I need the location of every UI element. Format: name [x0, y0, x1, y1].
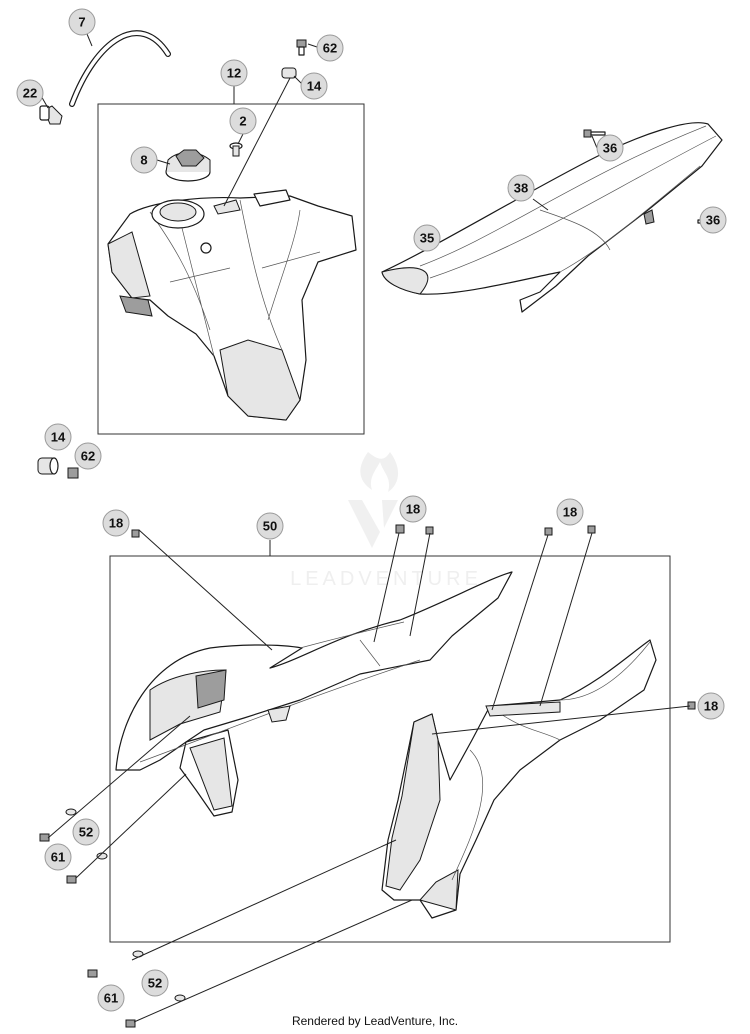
svg-text:36: 36	[603, 141, 617, 156]
callout-7: 7	[68, 8, 96, 36]
callout-8: 8	[130, 146, 158, 174]
svg-text:12: 12	[227, 66, 241, 81]
callout-18-right: 18	[556, 498, 584, 526]
bolt-18-middle-a	[395, 524, 405, 534]
lower-rubber-spacer	[37, 457, 59, 475]
svg-text:61: 61	[104, 991, 118, 1006]
svg-text:62: 62	[323, 41, 337, 56]
svg-text:2: 2	[239, 114, 246, 129]
bolt-61-d	[125, 1019, 136, 1028]
bolt-61-b	[66, 875, 77, 884]
hose-elbow-fitting	[39, 105, 63, 125]
svg-text:18: 18	[563, 505, 577, 520]
panel-bolts	[39, 524, 696, 1028]
svg-text:7: 7	[78, 15, 85, 30]
callout-12: 12	[220, 59, 248, 87]
callout-35: 35	[413, 224, 441, 252]
svg-text:18: 18	[109, 516, 123, 531]
svg-text:22: 22	[23, 86, 37, 101]
seat-assembly	[381, 122, 723, 313]
callout-52-upper: 52	[72, 818, 100, 846]
bolt-18-right-a	[544, 527, 553, 536]
washer-52-a	[65, 808, 77, 816]
callout-14: 14	[300, 72, 328, 100]
vent-valve	[229, 142, 243, 157]
callout-61-upper: 61	[44, 843, 72, 871]
svg-text:36: 36	[706, 213, 720, 228]
svg-text:35: 35	[420, 231, 434, 246]
callout-2: 2	[229, 107, 257, 135]
fuel-hose	[69, 30, 171, 107]
callout-52-lower: 52	[141, 969, 169, 997]
callout-38: 38	[507, 174, 535, 202]
fuel-tank	[107, 189, 357, 421]
washer-52-d	[174, 994, 186, 1002]
callout-14-lower: 14	[44, 423, 72, 451]
callout-18-middle: 18	[399, 495, 427, 523]
callout-36-front: 36	[596, 134, 624, 162]
tank-mount-bolt	[296, 39, 307, 56]
svg-text:8: 8	[140, 153, 147, 168]
lower-mount-bolt	[67, 467, 79, 479]
svg-text:62: 62	[81, 449, 95, 464]
fuel-cap	[165, 149, 211, 182]
callout-36-rear: 36	[699, 206, 727, 234]
svg-text:18: 18	[704, 699, 718, 714]
svg-text:61: 61	[51, 850, 65, 865]
callout-50: 50	[256, 512, 284, 540]
leader-lines	[39, 21, 718, 1023]
svg-text:52: 52	[148, 976, 162, 991]
svg-text:14: 14	[51, 430, 66, 445]
callout-18-side: 18	[697, 692, 725, 720]
svg-text:18: 18	[406, 502, 420, 517]
callout-22: 22	[16, 79, 44, 107]
callout-18-left: 18	[102, 509, 130, 537]
watermark-text: LEADVENTURE	[290, 568, 482, 590]
svg-text:38: 38	[514, 181, 528, 196]
callout-62-lower: 62	[74, 442, 102, 470]
side-panel-group-box	[109, 555, 671, 943]
callout-61-lower: 61	[97, 984, 125, 1012]
bolt-61-c	[87, 969, 98, 978]
footer-credit: Rendered by LeadVenture, Inc.	[291, 1014, 459, 1028]
bolt-18-middle-b	[425, 526, 434, 535]
bolt-18-side	[687, 701, 696, 710]
svg-text:50: 50	[263, 519, 277, 534]
bolt-18-left	[131, 529, 140, 538]
bolt-18-right-b	[587, 525, 596, 534]
watermark-logo: LEADVENTURE	[290, 452, 482, 590]
seat-bolt-front	[583, 129, 606, 138]
bolt-61-a	[39, 833, 50, 842]
front-side-panel-right	[381, 639, 657, 919]
svg-text:14: 14	[307, 79, 322, 94]
fuel-tank-group-box	[97, 103, 365, 435]
tank-mount-spacer	[281, 67, 297, 79]
callout-62: 62	[316, 34, 344, 62]
svg-text:52: 52	[79, 825, 93, 840]
